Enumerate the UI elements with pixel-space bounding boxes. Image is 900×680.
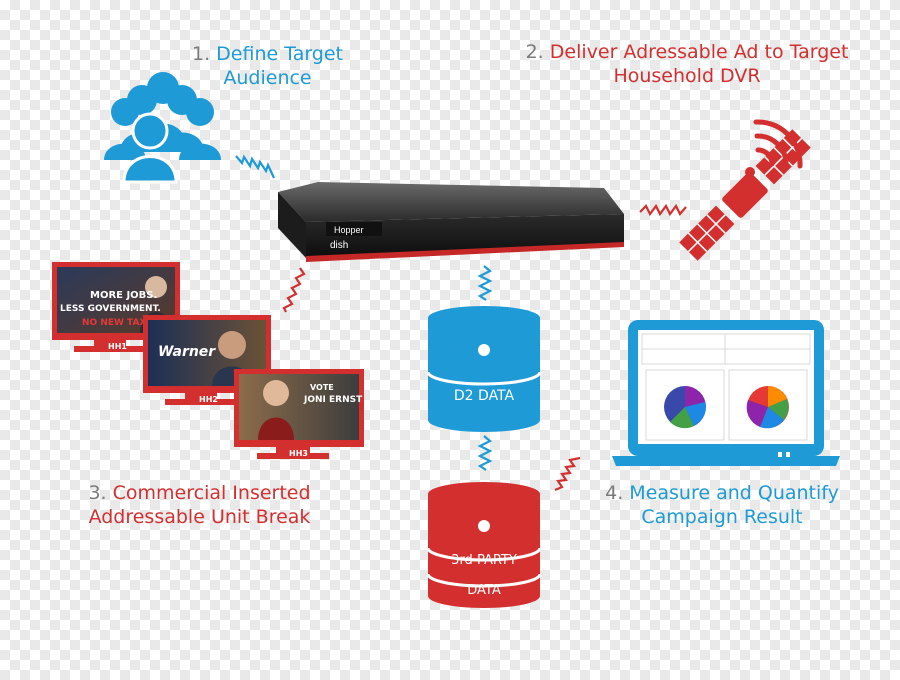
d2-data-label: D2 DATA	[454, 388, 515, 404]
step-2-caption: 2. Deliver Adressable Ad to Target House…	[512, 40, 862, 88]
step-1-caption: 1. Define Target Audience	[175, 42, 360, 90]
hopper-dvr-box	[278, 182, 624, 262]
step-4-caption: 4. Measure and Quantify Campaign Result	[592, 481, 852, 529]
d2-data-database-icon	[426, 306, 542, 432]
step-3-line2: Addressable Unit Break	[88, 506, 311, 528]
laptop-report-icon	[612, 320, 840, 466]
third-party-data-database-icon	[426, 482, 542, 608]
connector-audience-dvr	[235, 154, 275, 179]
step-1-line1: Define Target	[216, 43, 344, 65]
tv-hh2-label: HH2	[199, 395, 218, 404]
tv-hh3-label: HH3	[289, 449, 308, 458]
step-1-line2: Audience	[223, 67, 312, 89]
step-2-line1: Deliver Adressable Ad to Target	[549, 41, 849, 63]
step-2-number: 2.	[525, 41, 544, 63]
step-4-line1: Measure and Quantify	[629, 482, 839, 504]
step-2-line2: Household DVR	[613, 65, 761, 87]
connector-d2-3rdparty	[477, 435, 493, 471]
third-party-data-label-2: DATA	[467, 583, 501, 598]
step-1-number: 1.	[191, 43, 211, 65]
tv-hh3	[234, 369, 364, 459]
step-3-caption: 3. Commercial Inserted Addressable Unit …	[72, 481, 327, 529]
tv-hh1-headline-1: MORE JOBS.	[90, 290, 157, 301]
step-4-number: 4.	[605, 482, 624, 504]
connector-dvr-tvs	[282, 267, 306, 313]
tv-hh2-headline: Warner	[158, 344, 216, 360]
satellite-signal-icon	[745, 119, 803, 177]
connector-laptop-report	[554, 456, 581, 492]
people-group-icon	[104, 72, 221, 184]
third-party-data-label-1: 3rd PARTY	[451, 553, 517, 568]
tv-hh1-label: HH1	[108, 342, 127, 351]
tv-hh1-headline-3: NO NEW TAXES	[82, 318, 159, 328]
tv-hh1-headline-2: LESS GOVERNMENT.	[60, 304, 161, 314]
connector-dvr-d2data	[477, 265, 493, 301]
step-3-number: 3.	[88, 482, 107, 504]
tv-hh3-headline-2: JONI ERNST	[303, 395, 363, 405]
connector-dvr-satellite	[639, 203, 687, 217]
step-4-line2: Campaign Result	[641, 506, 803, 528]
satellite-icon	[679, 129, 811, 261]
dvr-brand-label: Hopper	[334, 225, 364, 235]
dvr-logo-label: dish	[330, 240, 348, 251]
tv-hh2	[143, 315, 271, 405]
tv-hh3-headline-1: VOTE	[310, 383, 334, 392]
step-3-line1: Commercial Inserted	[112, 482, 311, 504]
